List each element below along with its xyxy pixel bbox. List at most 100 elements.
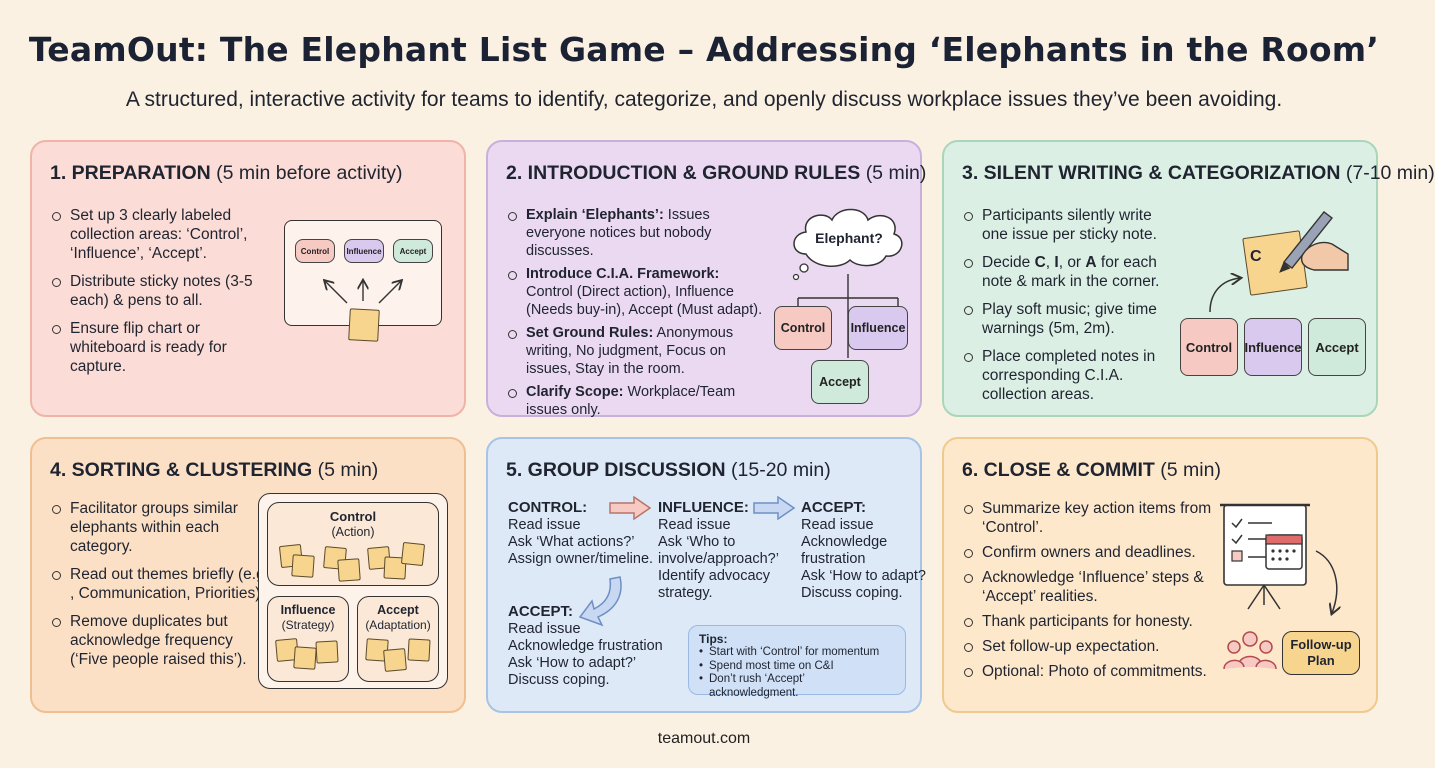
card-title-time: (5 min before activity): [216, 162, 403, 184]
card-title-bold: 4. SORTING & CLUSTERING: [50, 459, 313, 481]
list-item: Decide C, I, or A for each note & mark i…: [962, 253, 1172, 291]
accept-block-heading: ACCEPT:: [508, 603, 574, 620]
influence-step: strategy.: [658, 585, 713, 601]
card-title: 3. SILENT WRITING & CATEGORIZATION (7-10…: [962, 162, 1435, 185]
list-item: Confirm owners and deadlines.: [962, 543, 1212, 562]
list-item: Play soft music; give time warnings (5m,…: [962, 300, 1172, 338]
card-title: 6. CLOSE & COMMIT (5 min): [962, 459, 1221, 482]
arrow-right-icon: [753, 495, 796, 521]
card-title: 1. PREPARATION (5 min before activity): [50, 162, 403, 185]
card-title-time: (5 min): [1160, 459, 1221, 481]
card-title-bold: 5. GROUP DISCUSSION: [506, 459, 726, 481]
arrows-icon: [285, 221, 443, 304]
arrow-right-icon: [609, 495, 652, 521]
accept-step: Discuss coping.: [801, 585, 903, 601]
list-item: Explain ‘Elephants’: Issues everyone not…: [506, 206, 768, 260]
letter-c: C: [1034, 254, 1046, 271]
thought-cloud-icon: [792, 208, 903, 281]
list-item: Set Ground Rules: Anonymous writing, No …: [506, 324, 768, 378]
cluster-name: Accept: [377, 603, 419, 617]
tips-box: Tips: Start with ‘Control’ for momentum …: [688, 625, 906, 699]
accept-box: Accept: [1308, 318, 1366, 376]
accept-block-step: Discuss coping.: [508, 672, 610, 688]
cluster-board: Control (Action) Influence (Strategy) Ac…: [258, 493, 448, 689]
card-title-time: (5 min): [317, 459, 379, 481]
influence-box: Influence: [1244, 318, 1302, 376]
accept-heading: ACCEPT:: [801, 499, 867, 516]
card-title-bold: 1. PREPARATION: [50, 162, 211, 184]
card-title-bold: 3. SILENT WRITING & CATEGORIZATION: [962, 162, 1341, 184]
accept-block-step: Ask ‘How to adapt?’: [508, 655, 637, 671]
bullet-text: Anonymous writing, No judgment, Focus on…: [526, 325, 734, 377]
card-title-time: (15-20 min): [731, 459, 831, 481]
sticky-note-icon: [337, 558, 361, 582]
influence-cluster: Influence (Strategy): [267, 596, 349, 682]
tips-list: Start with ‘Control’ for momentum Spend …: [699, 646, 895, 700]
card-title: 2. INTRODUCTION & GROUND RULES (5 min): [506, 162, 926, 185]
bullet-list: Summarize key action items from ‘Control…: [962, 499, 1212, 687]
cluster-sub: (Strategy): [281, 618, 335, 632]
letter-i: I: [1054, 254, 1059, 271]
list-item: Set follow-up expectation.: [962, 637, 1212, 656]
card-preparation: 1. PREPARATION (5 min before activity) S…: [30, 140, 466, 417]
control-box: Control: [774, 306, 832, 350]
tree-lines: [797, 274, 899, 358]
card-discussion: 5. GROUP DISCUSSION (15-20 min) CONTROL:…: [486, 437, 926, 713]
influence-box: Influence: [848, 306, 908, 350]
list-item: Summarize key action items from ‘Control…: [962, 499, 1212, 537]
bullet-list: Set up 3 clearly labeled collection area…: [50, 206, 272, 385]
list-item: Optional: Photo of commitments.: [962, 662, 1212, 681]
bullet-label: Set Ground Rules:: [526, 325, 654, 341]
control-step: Ask ‘What actions?’: [508, 534, 635, 550]
list-item: Distribute sticky notes (3-5 each) & pen…: [50, 272, 272, 310]
bullet-text: Participants silently write one issue pe…: [982, 207, 1157, 243]
writing-hand-icon: [1279, 211, 1349, 273]
influence-heading: INFLUENCE:: [658, 499, 749, 516]
control-step: Read issue: [508, 517, 581, 533]
cluster-sub: (Action): [331, 525, 375, 539]
accept-step: Acknowledge: [801, 534, 888, 550]
bullet-label: Explain ‘Elephants’:: [526, 207, 664, 223]
accept-block-step: Acknowledge frustration: [508, 638, 663, 654]
bullet-text: , or: [1058, 254, 1086, 271]
bullet-list: Participants silently write one issue pe…: [962, 206, 1172, 413]
sticky-note-icon: [383, 648, 407, 672]
tip-item: Don’t rush ‘Accept’ acknowledgment.: [699, 673, 895, 700]
influence-step: Identify advocacy: [658, 568, 771, 584]
sticky-note-icon: [315, 640, 339, 664]
cluster-name: Influence: [280, 603, 336, 617]
card-introduction: 2. INTRODUCTION & GROUND RULES (5 min) E…: [486, 140, 926, 418]
list-item: Ensure flip chart or whiteboard is ready…: [50, 319, 272, 376]
cluster-name: Control: [329, 509, 377, 524]
card-title-bold: 2. INTRODUCTION & GROUND RULES: [506, 162, 861, 184]
bullet-text: Issues everyone notices but nobody discu…: [526, 207, 712, 259]
list-item: Facilitator groups similar elephants wit…: [50, 499, 272, 556]
card-title: 4. SORTING & CLUSTERING (5 min): [50, 459, 378, 482]
collection-board: Control Influence Accept: [284, 220, 443, 342]
list-item: Acknowledge ‘Influence’ steps & ‘Accept’…: [962, 568, 1212, 606]
page-subtitle: A structured, interactive activity for t…: [125, 88, 1283, 111]
bullet-text: Decide: [982, 254, 1035, 271]
sticky-note-icon: [293, 646, 317, 670]
sticky-note-icon: [407, 638, 431, 662]
bullet-text: Control (Direct action), Influence (Need…: [526, 284, 763, 318]
card-close: 6. CLOSE & COMMIT (5 min) Summarize key …: [942, 437, 1378, 713]
influence-step: Ask ‘Who to: [658, 534, 736, 550]
bullet-text: Place completed notes in corresponding C…: [982, 348, 1156, 403]
bullet-list: Facilitator groups similar elephants wit…: [50, 499, 272, 678]
accept-step: Ask ‘How to adapt?: [801, 568, 926, 584]
note-letter: C: [1250, 248, 1262, 265]
list-item: Remove duplicates but acknowledge freque…: [50, 612, 272, 669]
list-item: Participants silently write one issue pe…: [962, 206, 1172, 244]
cluster-sub: (Adaptation): [365, 618, 431, 632]
curved-arrow-icon: [578, 576, 622, 627]
control-heading: CONTROL:: [508, 499, 588, 516]
card-title-time: (5 min): [865, 162, 927, 184]
card-silent-writing: 3. SILENT WRITING & CATEGORIZATION (7-10…: [942, 140, 1435, 417]
accept-block-step: Read issue: [508, 621, 581, 637]
bullet-text: for each note & mark in the corner.: [982, 254, 1160, 290]
page-title: TeamOut: The Elephant List Game – Addres…: [28, 30, 1380, 69]
sticky-note-icon: [400, 541, 426, 567]
people-group-icon: [1223, 631, 1277, 670]
card-title-bold: 6. CLOSE & COMMIT: [962, 459, 1155, 481]
